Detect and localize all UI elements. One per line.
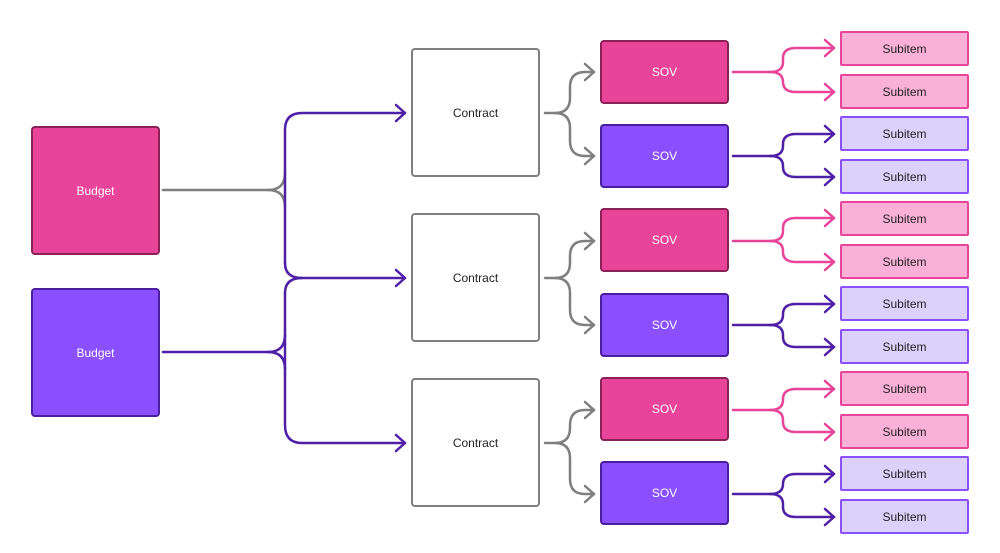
contract-connector (283, 261, 407, 280)
subitem-label: Subitem (882, 381, 927, 396)
budget-connector (266, 188, 287, 209)
subitem-connector (768, 323, 836, 349)
sov-connector (543, 70, 596, 115)
arrowhead-icon (823, 337, 836, 357)
subitem-connector (768, 70, 836, 94)
subitem-label: Subitem (882, 466, 927, 481)
contract-node-1[interactable]: Contract (411, 48, 540, 177)
sov-node-3-pink[interactable]: SOV (600, 377, 729, 441)
subitem-label: Subitem (882, 296, 927, 311)
sov-connector (543, 239, 596, 280)
arrowhead-icon (583, 484, 596, 504)
sov-node-2-pink[interactable]: SOV (600, 208, 729, 272)
subitem-node[interactable]: Subitem (840, 456, 969, 491)
subitem-node[interactable]: Subitem (840, 414, 969, 449)
arrowhead-icon (823, 379, 836, 399)
arrowhead-icon (823, 507, 836, 527)
sov-node-2-purple[interactable]: SOV (600, 293, 729, 357)
sov-label: SOV (651, 318, 678, 332)
subitem-node[interactable]: Subitem (840, 159, 969, 194)
subitem-node[interactable]: Subitem (840, 499, 969, 534)
sov-connector (553, 276, 596, 327)
budget-node-pink[interactable]: Budget (31, 126, 160, 255)
arrowhead-icon (583, 315, 596, 335)
arrowhead-icon (823, 252, 836, 272)
subitem-connector (731, 472, 836, 496)
subitem-connector (731, 387, 836, 412)
budget-connector (266, 350, 287, 371)
arrowhead-icon (823, 124, 836, 144)
subitem-node[interactable]: Subitem (840, 201, 969, 236)
contract-connector (283, 276, 304, 295)
arrowhead-icon (823, 294, 836, 314)
sov-connector (553, 111, 596, 158)
subitem-node[interactable]: Subitem (840, 244, 969, 279)
arrowhead-icon (394, 433, 407, 453)
arrowhead-icon (823, 208, 836, 228)
subitem-label: Subitem (882, 211, 927, 226)
budget-label: Budget (76, 183, 115, 198)
contract-connector (283, 111, 407, 265)
sov-node-1-pink[interactable]: SOV (600, 40, 729, 104)
subitem-connector (768, 408, 836, 434)
subitem-node[interactable]: Subitem (840, 31, 969, 66)
subitem-node[interactable]: Subitem (840, 74, 969, 109)
contract-label: Contract (452, 435, 499, 450)
sov-label: SOV (651, 65, 678, 79)
subitem-connector (768, 492, 836, 519)
subitem-label: Subitem (882, 126, 927, 141)
arrowhead-icon (823, 464, 836, 484)
budget-connector (161, 333, 287, 354)
subitem-connector (731, 302, 836, 327)
sov-label: SOV (651, 402, 678, 416)
contract-node-2[interactable]: Contract (411, 213, 540, 342)
subitem-label: Subitem (882, 41, 927, 56)
arrowhead-icon (823, 167, 836, 187)
subitem-node[interactable]: Subitem (840, 116, 969, 151)
sov-node-1-purple[interactable]: SOV (600, 124, 729, 188)
budget-connector (161, 171, 287, 192)
sov-connector (543, 408, 596, 445)
subitem-connector (731, 216, 836, 243)
budget-node-purple[interactable]: Budget (31, 288, 160, 417)
arrowhead-icon (823, 82, 836, 102)
contract-node-3[interactable]: Contract (411, 378, 540, 507)
arrowhead-icon (583, 146, 596, 166)
subitem-node[interactable]: Subitem (840, 329, 969, 364)
subitem-connector (768, 239, 836, 264)
sov-label: SOV (651, 149, 678, 163)
subitem-label: Subitem (882, 84, 927, 99)
sov-label: SOV (651, 486, 678, 500)
arrowhead-icon (583, 231, 596, 251)
subitem-label: Subitem (882, 424, 927, 439)
subitem-label: Subitem (882, 169, 927, 184)
arrowhead-icon (583, 400, 596, 420)
contract-connector (283, 291, 407, 445)
contract-label: Contract (452, 270, 499, 285)
subitem-label: Subitem (882, 509, 927, 524)
sov-node-3-purple[interactable]: SOV (600, 461, 729, 525)
arrowhead-icon (394, 268, 407, 288)
contract-label: Contract (452, 105, 499, 120)
sov-connector (553, 441, 596, 496)
subitem-connector (768, 154, 836, 179)
arrowhead-icon (583, 62, 596, 82)
arrowhead-icon (823, 38, 836, 58)
subitem-label: Subitem (882, 339, 927, 354)
subitem-node[interactable]: Subitem (840, 286, 969, 321)
subitem-connector (731, 46, 836, 74)
arrowhead-icon (823, 422, 836, 442)
arrowhead-icon (394, 103, 407, 123)
subitem-connector (731, 132, 836, 158)
budget-label: Budget (76, 345, 115, 360)
subitem-label: Subitem (882, 254, 927, 269)
sov-label: SOV (651, 233, 678, 247)
subitem-node[interactable]: Subitem (840, 371, 969, 406)
